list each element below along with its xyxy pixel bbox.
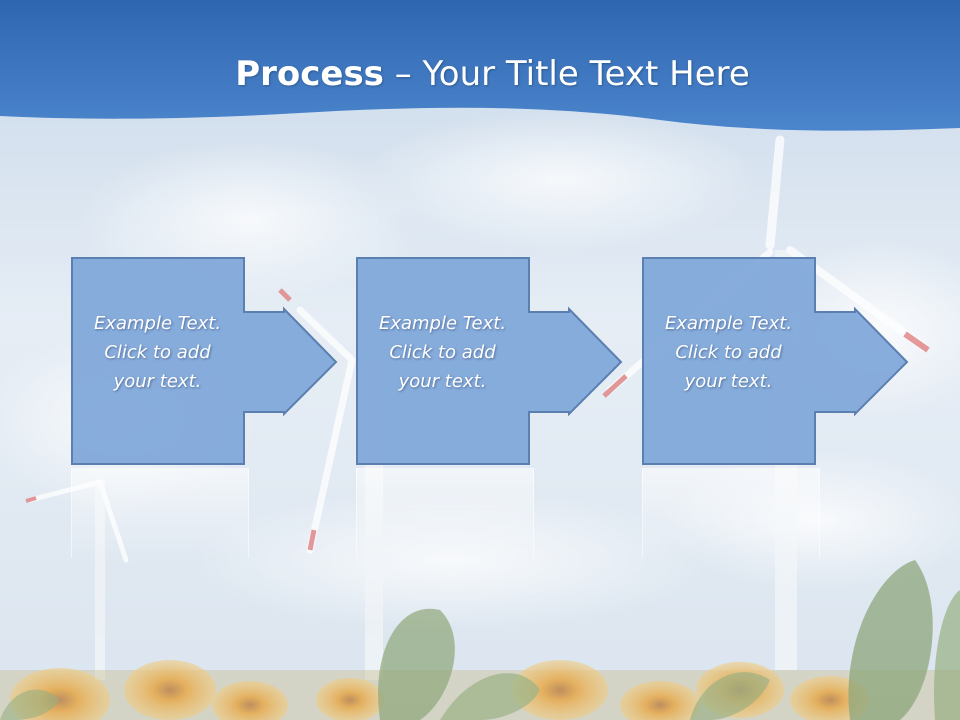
step-3-line-1: Example Text. [664,313,793,334]
step-1-line-3: your text. [113,371,202,392]
slide-title[interactable]: Process – Your Title Text Here [0,52,960,96]
step-1-text[interactable]: Example Text. Click to add your text. [71,309,244,396]
step-3-line-3: your text. [684,371,773,392]
sunflower-field [0,560,960,720]
step-1-line-2: Click to add [104,342,211,363]
step-3-arrow-box [642,257,909,465]
step-2-line-3: your text. [398,371,487,392]
title-bold: Process [235,54,384,94]
step-2-text[interactable]: Example Text. Click to add your text. [356,309,529,396]
step-1-line-1: Example Text. [93,313,222,334]
title-rest: – Your Title Text Here [383,54,750,94]
step-2-reflection [356,468,534,558]
step-1-arrow-box [71,257,338,465]
step-3-line-2: Click to add [675,342,782,363]
step-2-line-1: Example Text. [378,313,507,334]
step-2-arrow-box [356,257,623,465]
process-step-3[interactable]: Example Text. Click to add your text. [642,257,910,465]
process-step-1[interactable]: Example Text. Click to add your text. [71,257,339,465]
title-banner [0,0,960,131]
step-3-text[interactable]: Example Text. Click to add your text. [642,309,815,396]
process-step-2[interactable]: Example Text. Click to add your text. [356,257,624,465]
step-2-line-2: Click to add [389,342,496,363]
step-3-reflection [642,468,820,558]
step-1-reflection [71,468,249,558]
